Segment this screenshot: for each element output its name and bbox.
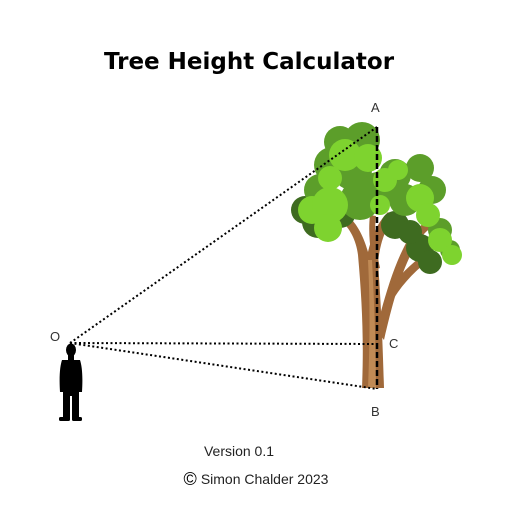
label-observer-o: O: [50, 329, 60, 344]
copyright-icon: ©: [183, 469, 197, 489]
tree-icon: [291, 122, 462, 388]
sight-line-ob: [69, 342, 378, 390]
sight-line-oc: [69, 342, 378, 345]
sight-lines: [69, 126, 378, 390]
copyright-line: ©Simon Chalder 2023: [0, 469, 512, 489]
label-point-b: B: [371, 404, 380, 419]
copyright-text: Simon Chalder 2023: [200, 471, 329, 487]
app-title: Tree Height Calculator: [103, 49, 395, 75]
label-point-c: C: [389, 336, 398, 351]
version-label: Version 0.1: [203, 443, 275, 459]
label-point-a: A: [371, 100, 380, 115]
person-silhouette-icon: [59, 343, 83, 421]
